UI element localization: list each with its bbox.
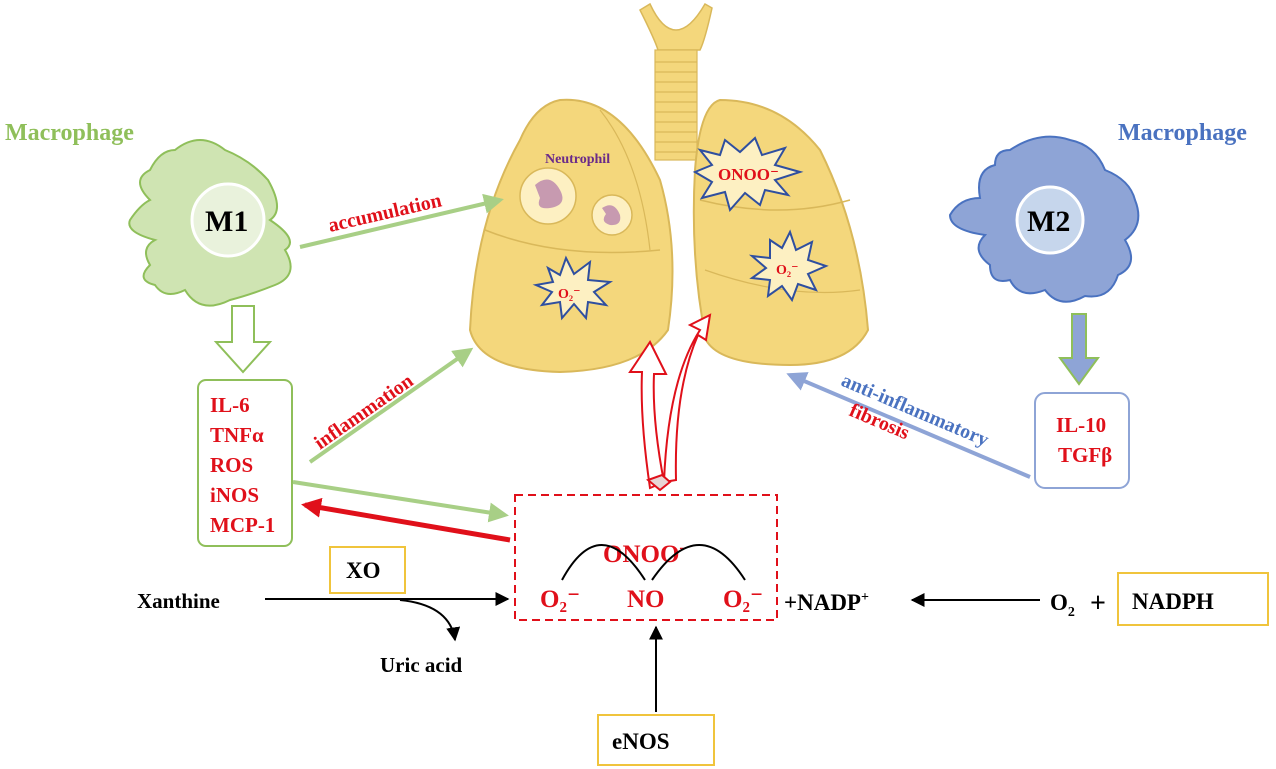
m2-output-arrow [1058, 313, 1100, 386]
macrophage-right-title: Macrophage [1118, 120, 1247, 146]
lung: Neutrophil ONOO⁻ O₂⁻ O₂⁻ [468, 2, 870, 374]
reaction-arc-right [651, 544, 746, 581]
m2-product: TGFβ [1058, 443, 1112, 467]
peroxynitrite-burst: ONOO⁻ [692, 136, 804, 213]
m1-product: IL-6 [210, 393, 250, 417]
neutrophil-cell [591, 194, 633, 236]
m1-product: iNOS [210, 483, 259, 507]
reaction-to-lung-arrows [628, 313, 712, 492]
svg-text:ONOO⁻: ONOO⁻ [718, 165, 779, 184]
plus-sign: + [1090, 588, 1106, 619]
m2-product: IL-10 [1056, 413, 1106, 437]
superoxide-burst-right: O₂⁻ [748, 229, 829, 303]
macrophage-left-title: Macrophage [5, 120, 134, 146]
m1-products-box [197, 379, 293, 547]
superoxide-right-label: O₂⁻ [723, 586, 763, 613]
svg-text:O₂⁻: O₂⁻ [776, 263, 798, 278]
m1-to-reaction-arrow [292, 480, 509, 523]
reaction-box [514, 494, 778, 621]
accumulation-arrow [299, 193, 504, 249]
reaction-to-m1-arrow [301, 497, 511, 543]
xanthine-label: Xanthine [137, 589, 220, 613]
uric-acid-label: Uric acid [380, 653, 463, 677]
nitric-oxide-label: NO [627, 586, 665, 613]
nadph-label: NADPH [1132, 589, 1214, 614]
m2-macrophage: M2 [948, 135, 1140, 303]
peroxynitrite-label: ONOO- [603, 540, 684, 568]
xo-box [329, 546, 406, 594]
m1-output-arrow [213, 305, 273, 374]
enos-box [597, 714, 715, 766]
accumulation-label: accumulation [326, 189, 444, 236]
svg-text:O₂⁻: O₂⁻ [558, 287, 580, 302]
oxygen-label: O2 [1050, 590, 1075, 620]
trachea-tube [654, 49, 698, 161]
neutrophil-label: Neutrophil [545, 152, 610, 167]
right-lung-lobe [692, 98, 870, 367]
trachea [639, 2, 713, 51]
m1-product: ROS [210, 453, 253, 477]
m1-product: MCP-1 [210, 513, 275, 537]
anti-inflammatory-arrow [786, 372, 1031, 479]
m2-label: M2 [1027, 205, 1070, 238]
reaction-arc-left [561, 544, 646, 581]
superoxide-burst-left: O₂⁻ [532, 255, 614, 321]
left-lung-lobe [468, 98, 674, 374]
m2-products-box [1034, 392, 1130, 489]
nadph-box [1117, 572, 1269, 626]
uric-acid-branch-arrow [399, 599, 461, 642]
m1-macrophage: M1 [128, 139, 292, 307]
enos-label: eNOS [612, 729, 670, 754]
inflammation-label: inflammation [310, 370, 417, 454]
m1-product: TNFα [210, 423, 264, 447]
xo-label: XO [346, 558, 381, 583]
nadp-label: +NADP+ [784, 590, 869, 615]
neutrophil-cell [519, 167, 577, 225]
inflammation-arrow [308, 347, 474, 464]
m1-label: M1 [205, 205, 248, 238]
superoxide-left-label: O₂⁻ [540, 586, 580, 613]
